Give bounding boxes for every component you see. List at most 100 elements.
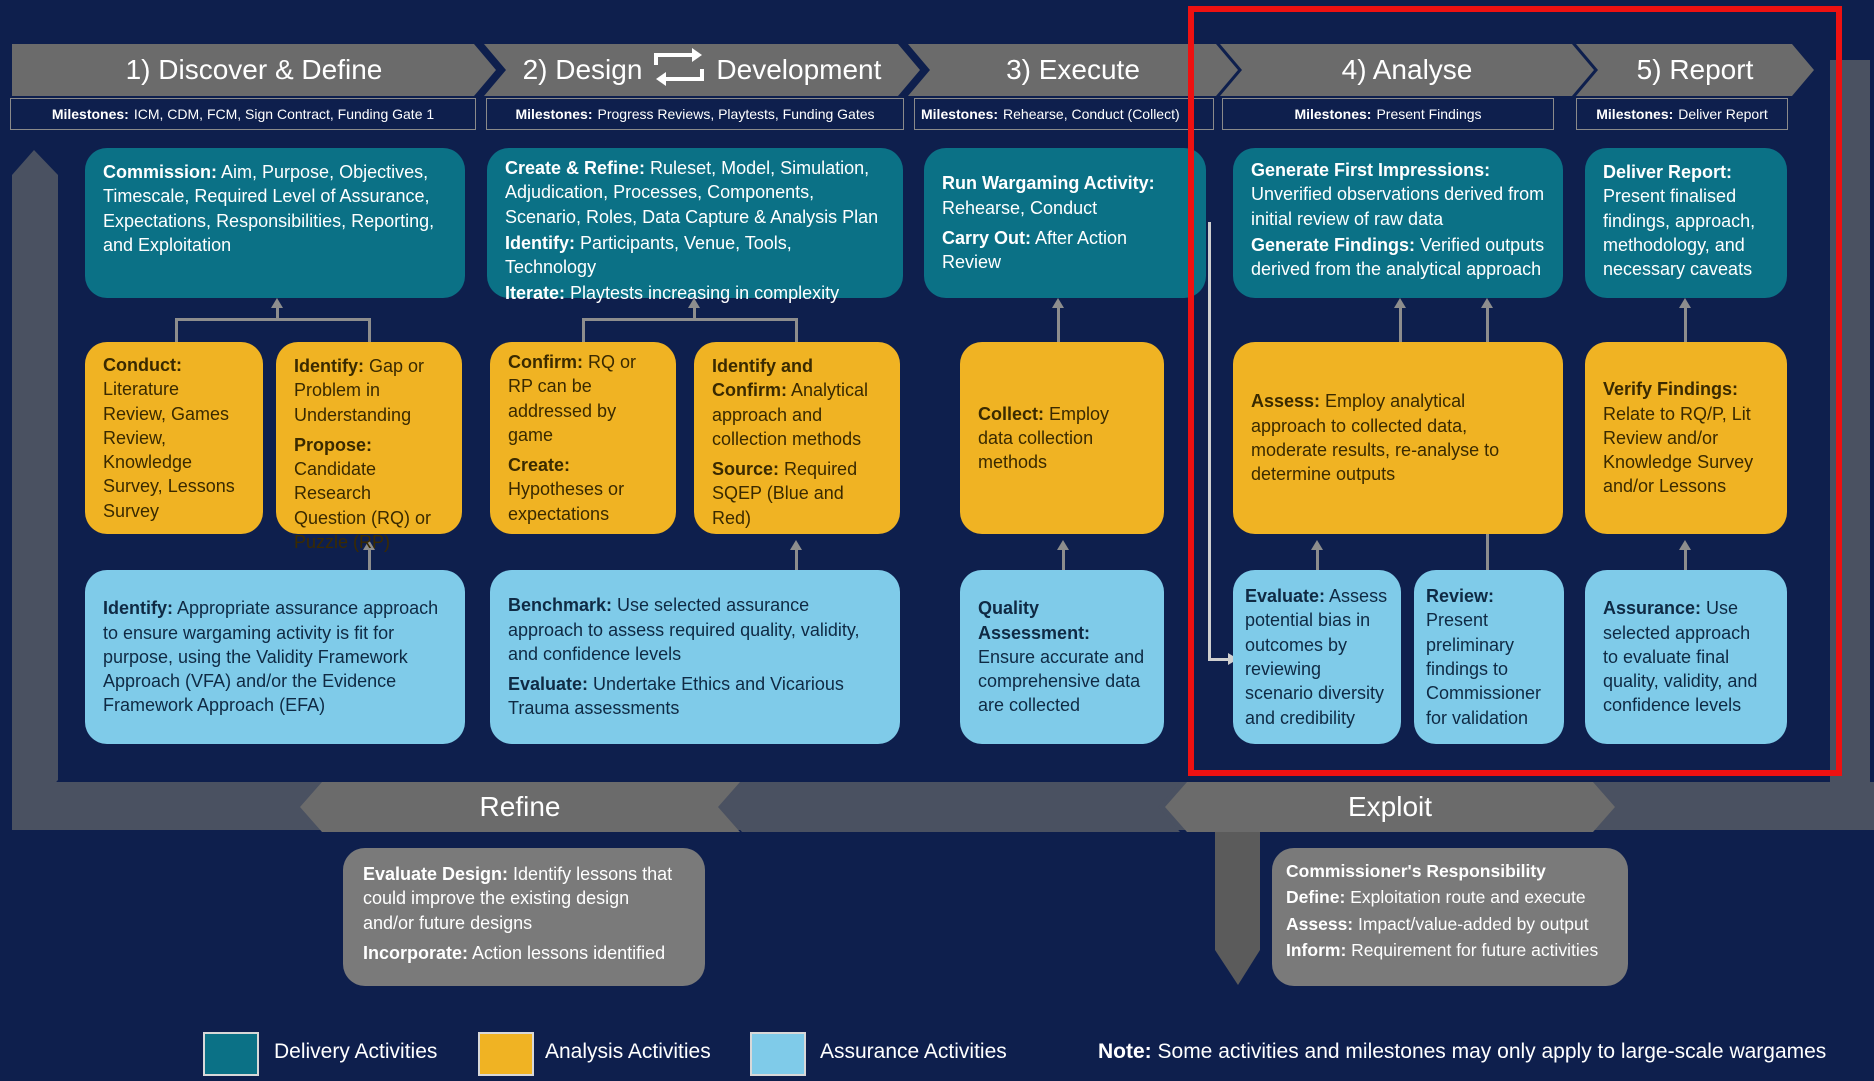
evaluate-text: Undertake Ethics and Vicarious Trauma as… [508, 674, 844, 719]
arrow-up [363, 540, 375, 550]
cycle-icon [650, 47, 708, 94]
identify-confirm-box: Identify and Confirm: Analytical approac… [694, 342, 900, 534]
milestones-report: Milestones:Deliver Report [1576, 98, 1788, 130]
legend-label-assurance: Assurance Activities [820, 1040, 1007, 1063]
milestones-text: Present Findings [1376, 106, 1482, 122]
identify-text: Participants, Venue, Tools, Technology [505, 232, 792, 278]
run-text: Rehearse, Conduct [942, 197, 1098, 218]
arrow-up [1679, 540, 1691, 550]
commission-key: Commission: [103, 162, 218, 182]
findings-text: Verified outputs derived from the analyt… [1251, 234, 1545, 280]
connector [1208, 222, 1211, 660]
milestones-analyse: Milestones:Present Findings [1222, 98, 1554, 130]
identify-key: Identify: [294, 356, 364, 376]
refine-label: Refine [479, 791, 561, 822]
first-impressions-box: Generate First Impressions: Unverified o… [1233, 148, 1563, 298]
milestones-text: Progress Reviews, Playtests, Funding Gat… [597, 106, 875, 122]
phase-discover-define: 1) Discover & Define [12, 44, 496, 96]
phase-execute: 3) Execute [908, 44, 1238, 96]
arrow-up [790, 540, 802, 550]
refine-band: Refine [300, 782, 740, 832]
milestones-text: Rehearse, Conduct (Collect) [1003, 106, 1180, 122]
run-key: Run Wargaming Activity: [942, 173, 1155, 194]
connector [1684, 306, 1687, 342]
milestones-text: ICM, CDM, FCM, Sign Contract, Funding Ga… [133, 106, 435, 122]
connector [582, 318, 798, 321]
review-text: Present preliminary findings to Commissi… [1426, 610, 1542, 728]
arrow-up [1311, 540, 1323, 550]
assurance-box: Assurance: Use selected approach to eval… [1585, 570, 1787, 744]
connector [795, 318, 798, 344]
evaluate-design-box: Evaluate Design: Identify lessons that c… [343, 848, 705, 986]
milestones-text: Deliver Report [1678, 106, 1768, 122]
inform-text: Requirement for future activities [1346, 939, 1599, 960]
assess-text: Impact/value-added by output [1353, 913, 1589, 934]
verify-findings-box: Verify Findings: Relate to RQ/P, Lit Rev… [1585, 342, 1787, 534]
propose-key: Propose: [294, 434, 373, 455]
collect-key: Collect: [978, 403, 1045, 424]
assess-box: Assess: Employ analytical approach to co… [1233, 342, 1563, 534]
propose-text: Candidate Research Question (RQ) or Puzz… [294, 459, 432, 553]
commission-box: Commission: Aim, Purpose, Objectives, Ti… [85, 148, 465, 298]
conduct-text: Literature Review, Games Review, Knowled… [103, 379, 235, 521]
connector [1486, 306, 1489, 342]
connector [1062, 548, 1065, 572]
identify-confirm-text: Analytical approach and collection metho… [712, 380, 869, 449]
connector [368, 318, 371, 344]
carry-out-key: Carry Out: [942, 228, 1032, 248]
incorporate-text: Action lessons identified [468, 942, 666, 963]
create-key: Create: [508, 455, 571, 476]
milestones-key: Milestones: [1294, 106, 1372, 122]
collect-text: Employ data collection methods [978, 403, 1110, 473]
findings-key: Generate Findings: [1251, 234, 1416, 255]
assess-key: Assess: [1286, 913, 1354, 934]
quality-text: Ensure accurate and comprehensive data a… [978, 646, 1145, 716]
arrow-up [688, 298, 700, 308]
milestones-design: Milestones:Progress Reviews, Playtests, … [486, 98, 904, 130]
assess-key: Assess: [1251, 391, 1321, 412]
incorporate-key: Incorporate: [363, 942, 469, 963]
identify-text: Gap or Problem in Understanding [294, 356, 425, 425]
legend-label-delivery: Delivery Activities [274, 1040, 438, 1063]
connector [1316, 548, 1319, 572]
verify-key: Verify Findings: [1603, 379, 1739, 400]
assurance-text: Use selected approach to evaluate final … [1603, 598, 1758, 716]
evaluate-design-text: Identify lessons that could improve the … [363, 864, 673, 933]
commission-text: Aim, Purpose, Objectives, Timescale, Req… [103, 162, 435, 255]
arrow-up [271, 298, 283, 308]
connector [1208, 658, 1230, 661]
identify-key: Identify: [505, 232, 575, 253]
arrow-up [1394, 298, 1406, 308]
legend-label-analysis: Analysis Activities [545, 1040, 711, 1063]
milestones-key: Milestones: [1596, 106, 1674, 122]
identify-assurance-box: Identify: Appropriate assurance approach… [85, 570, 465, 744]
phase-label: 4) Analyse [1341, 54, 1473, 85]
refine-band-tail [720, 782, 1180, 832]
define-text: Exploitation route and execute [1345, 887, 1586, 908]
connector [693, 306, 696, 320]
commissioner-box: Commissioner's Responsibility Define: Ex… [1272, 848, 1628, 986]
phase-analyse: 4) Analyse [1220, 44, 1594, 96]
milestones-key: Milestones: [515, 106, 593, 122]
legend-swatch-analysis [478, 1032, 534, 1076]
highlight-box [1188, 6, 1842, 776]
source-key: Source: [712, 459, 780, 480]
evaluate-key: Evaluate: [508, 674, 589, 695]
verify-text: Relate to RQ/P, Lit Review and/or Knowle… [1603, 403, 1754, 497]
confirm-box: Confirm: RQ or RP can be addressed by ga… [490, 342, 676, 534]
iterate-text: Playtests increasing in complexity [565, 283, 840, 304]
connector [175, 318, 371, 321]
quality-key: Quality Assessment: [978, 598, 1091, 643]
arrow-up [1057, 540, 1069, 550]
connector [1057, 306, 1060, 342]
legend-swatch-assurance [750, 1032, 806, 1076]
arrow-up [1052, 298, 1064, 308]
benchmark-box: Benchmark: Use selected assurance approa… [490, 570, 900, 744]
create-refine-key: Create & Refine: [505, 158, 646, 178]
evaluate-bias-box: Evaluate: Assess potential bias in outco… [1233, 570, 1401, 744]
benchmark-key: Benchmark: [508, 595, 613, 616]
evaluate-key: Evaluate: [1245, 586, 1326, 607]
phase-label: 5) Report [1636, 54, 1754, 85]
connector [1399, 306, 1402, 342]
connector [582, 318, 585, 344]
